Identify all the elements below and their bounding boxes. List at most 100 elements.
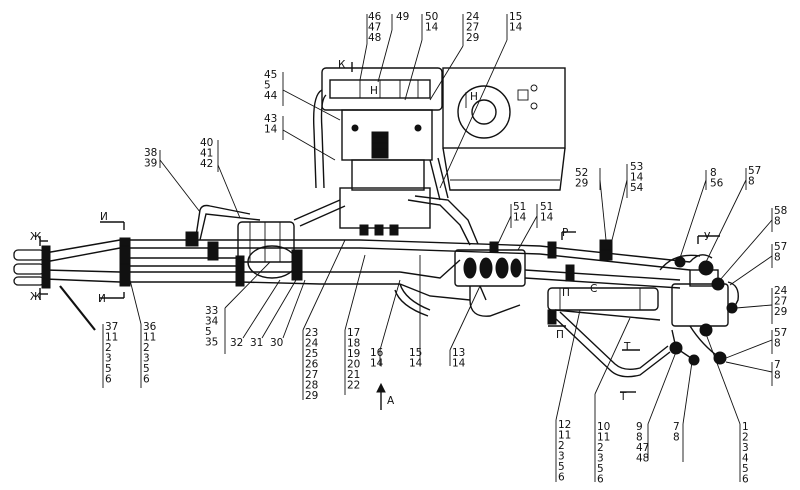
- callout-c1-line-2: 3: [742, 442, 749, 454]
- callout-c24r-line-1: 27: [774, 296, 787, 308]
- callout-c45-line-0: 45: [264, 69, 277, 81]
- callout-c46-line-0: 46: [368, 11, 382, 23]
- callout-c58-line-0: 58: [774, 205, 787, 217]
- callout-c51b-line-0: 51: [540, 201, 553, 213]
- callout-c7r-line-0: 7: [774, 359, 781, 371]
- right-pipes: [524, 239, 713, 289]
- callout-c17-line-4: 21: [347, 369, 360, 381]
- callout-c10-line-1: 11: [597, 432, 610, 444]
- callout-c16-line-1: 14: [370, 358, 384, 370]
- callout-c23-line-0: 23: [305, 327, 318, 339]
- section-markers: [39, 62, 720, 410]
- callout-c9-line-0: 9: [636, 421, 643, 433]
- callout-c16-line-0: 16: [370, 347, 384, 359]
- callout-c51b-line-1: 14: [540, 212, 554, 224]
- callout-c50-line-1: 14: [425, 22, 439, 34]
- callout-c17-line-1: 18: [347, 338, 360, 350]
- callout-c33-line-0: 33: [205, 305, 218, 317]
- callout-c43-line-0: 43: [264, 113, 277, 125]
- callout-c37-line-2: 2: [105, 342, 112, 354]
- marker-i-top: И: [100, 211, 108, 223]
- callout-c57a-line-0: 57: [748, 165, 761, 177]
- section-letters: Ж Ж И И К Н Н Р С У П П Т Т А: [30, 59, 711, 407]
- callout-c13-line-0: 13: [452, 347, 465, 359]
- callout-c10-line-2: 2: [597, 442, 604, 454]
- callout-c50-line-0: 50: [425, 11, 438, 23]
- callout-c36-line-1: 11: [143, 332, 156, 344]
- control-unit: [669, 256, 739, 366]
- marker-i-bottom: И: [98, 293, 106, 305]
- callout-c1-line-3: 4: [742, 453, 749, 465]
- callout-c9-line-1: 8: [636, 432, 643, 444]
- callout-c51a-line-0: 51: [513, 201, 526, 213]
- callout-c40-line-0: 40: [200, 137, 213, 149]
- callout-c7b-line-0: 7: [673, 421, 680, 433]
- callout-c23-line-6: 29: [305, 390, 318, 402]
- callout-c12-line-3: 3: [558, 451, 565, 463]
- callout-c37-line-4: 5: [105, 363, 112, 375]
- callout-c15b-line-0: 15: [409, 347, 422, 359]
- callout-c36-line-4: 5: [143, 363, 150, 375]
- marker-zh-bottom: Ж: [30, 291, 42, 303]
- callout-c57b-line-1: 8: [774, 252, 781, 264]
- callout-c23-line-2: 25: [305, 348, 318, 360]
- callout-c7b-line-1: 8: [673, 432, 680, 444]
- callout-c1-line-1: 2: [742, 432, 749, 444]
- callout-c1-line-0: 1: [742, 421, 749, 433]
- callout-c1-line-4: 5: [742, 463, 749, 475]
- callout-c40-line-2: 42: [200, 158, 213, 170]
- callout-c12-line-2: 2: [558, 440, 565, 452]
- callout-c23-line-3: 26: [305, 359, 319, 371]
- marker-s: С: [590, 283, 597, 295]
- callout-c24t-line-0: 24: [466, 11, 480, 23]
- callout-c30-line-0: 30: [270, 337, 283, 349]
- callout-c46-line-2: 48: [368, 32, 381, 44]
- filter-pump-block: [312, 67, 443, 236]
- callout-c23-line-4: 27: [305, 369, 318, 381]
- callout-c24t-line-1: 27: [466, 22, 479, 34]
- callout-c10-line-4: 5: [597, 463, 604, 475]
- callout-c7r-line-1: 8: [774, 370, 781, 382]
- callout-c24r-line-0: 24: [774, 285, 788, 297]
- callout-c33-line-2: 5: [205, 326, 212, 338]
- callout-c15b-line-1: 14: [409, 358, 423, 370]
- callout-c46-line-1: 47: [368, 22, 381, 34]
- callout-c52-line-0: 52: [575, 167, 588, 179]
- callout-c10-line-5: 6: [597, 474, 604, 486]
- leader-lines: [102, 14, 773, 482]
- callout-c38-line-1: 39: [144, 158, 157, 170]
- callout-c23-line-1: 24: [305, 338, 319, 350]
- callout-c8a-line-1: 56: [710, 178, 724, 190]
- callout-c9-line-3: 48: [636, 453, 649, 465]
- hydraulic-cylinder: [547, 287, 661, 325]
- callout-c24t-line-2: 29: [466, 32, 479, 44]
- callout-c57a-line-1: 8: [748, 176, 755, 188]
- callout-c13-line-1: 14: [452, 358, 466, 370]
- callout-c36-line-0: 36: [143, 321, 157, 333]
- callout-c51a-line-1: 14: [513, 212, 527, 224]
- distributor-valve: [454, 241, 526, 317]
- hydraulic-tank: [442, 67, 566, 191]
- callout-c43-line-1: 14: [264, 124, 278, 136]
- marker-zh-top: Ж: [30, 231, 42, 243]
- callout-c57b-line-0: 57: [774, 241, 787, 253]
- callout-c36-line-2: 2: [143, 342, 150, 354]
- callout-c57c-line-0: 57: [774, 327, 787, 339]
- callout-c17-line-2: 19: [347, 348, 360, 360]
- callout-c40-line-1: 41: [200, 148, 213, 160]
- callout-c52-line-1: 29: [575, 178, 588, 190]
- callout-c17-line-0: 17: [347, 327, 360, 339]
- callout-c15t-line-1: 14: [509, 22, 523, 34]
- callout-c12-line-0: 12: [558, 419, 571, 431]
- callout-c8a-line-0: 8: [710, 167, 717, 179]
- callout-c9-line-2: 47: [636, 442, 649, 454]
- marker-k: К: [338, 59, 346, 71]
- callout-c49-line-0: 49: [396, 11, 409, 23]
- main-tube-bundle: [13, 157, 541, 331]
- callout-c15t-line-0: 15: [509, 11, 522, 23]
- callout-c12-line-1: 11: [558, 430, 571, 442]
- callout-c10-line-3: 3: [597, 453, 604, 465]
- callout-c36-line-3: 3: [143, 353, 150, 365]
